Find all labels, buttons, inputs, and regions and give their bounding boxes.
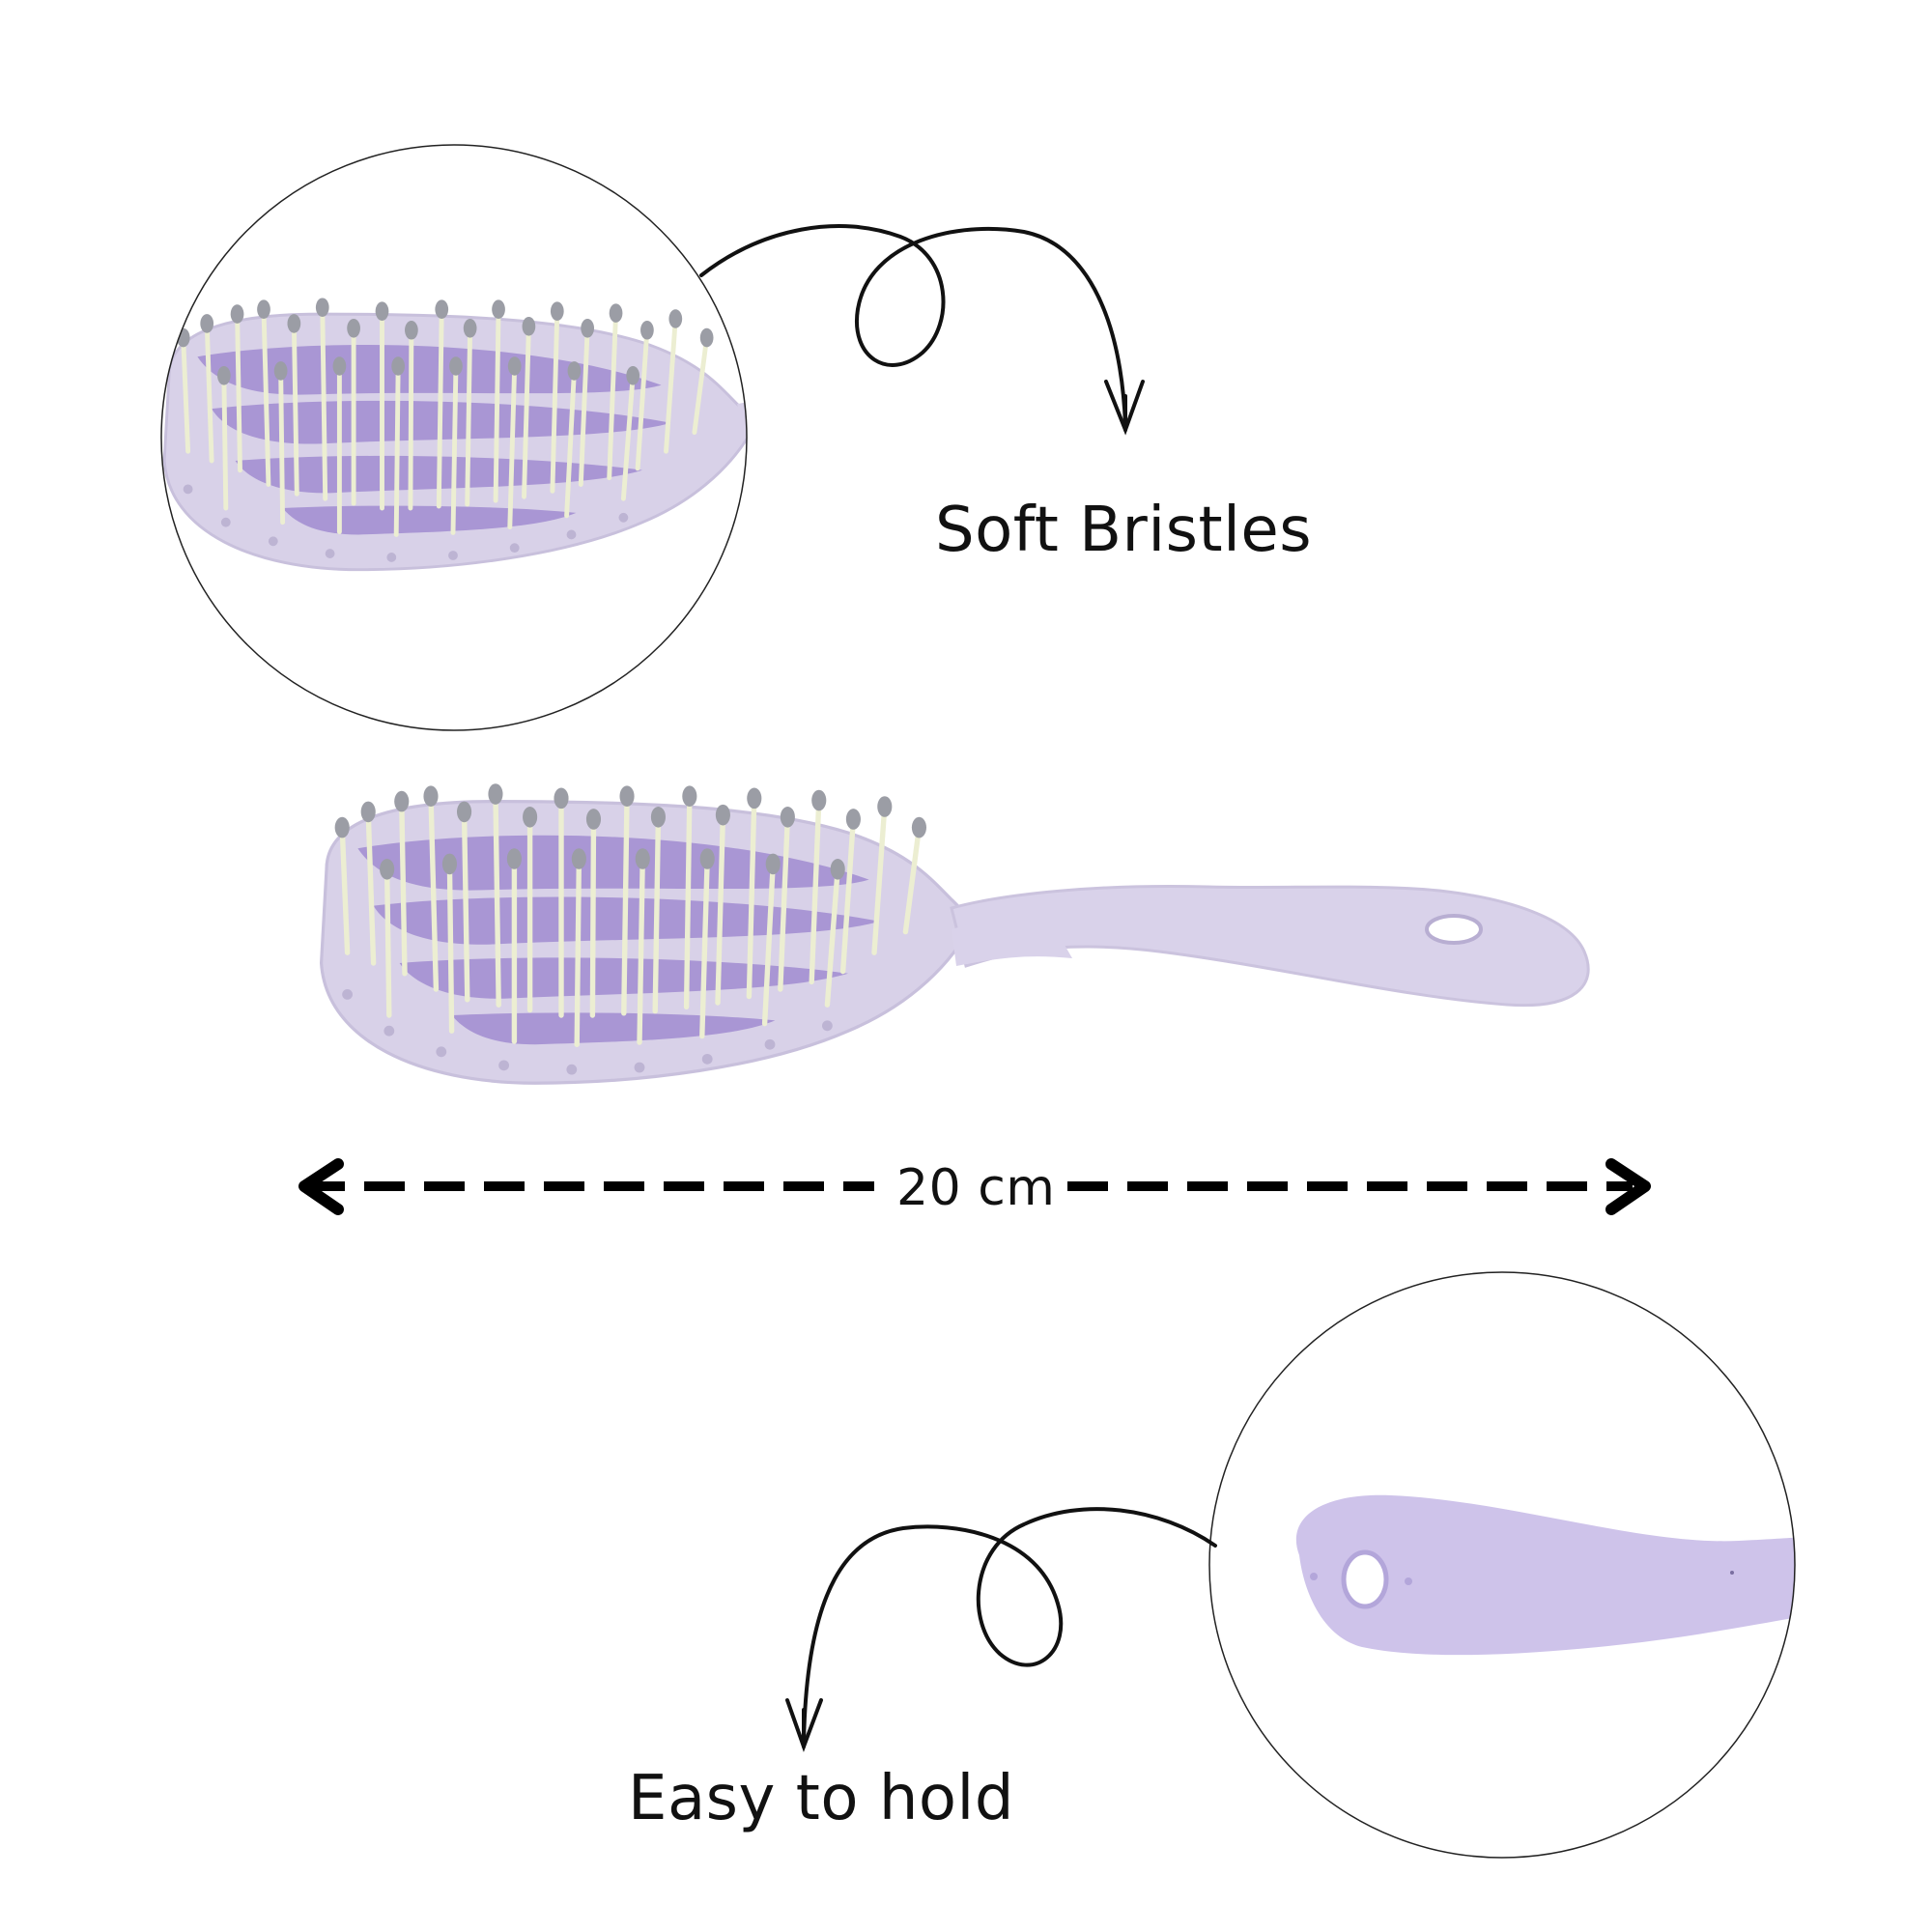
easy-to-hold-label: Easy to hold [628,1763,1014,1834]
hair-brush-image [322,783,1590,1083]
curly-arrow-icon [699,224,1145,436]
curly-arrow-icon [785,1507,1217,1752]
handle-zoom-circle [1208,1271,1796,1859]
soft-bristles-label: Soft Bristles [935,495,1313,566]
double-arrow-icon [298,1158,1651,1215]
bristles-zoom-circle [160,144,748,731]
length-dimension-label: 20 cm [891,1159,1062,1217]
